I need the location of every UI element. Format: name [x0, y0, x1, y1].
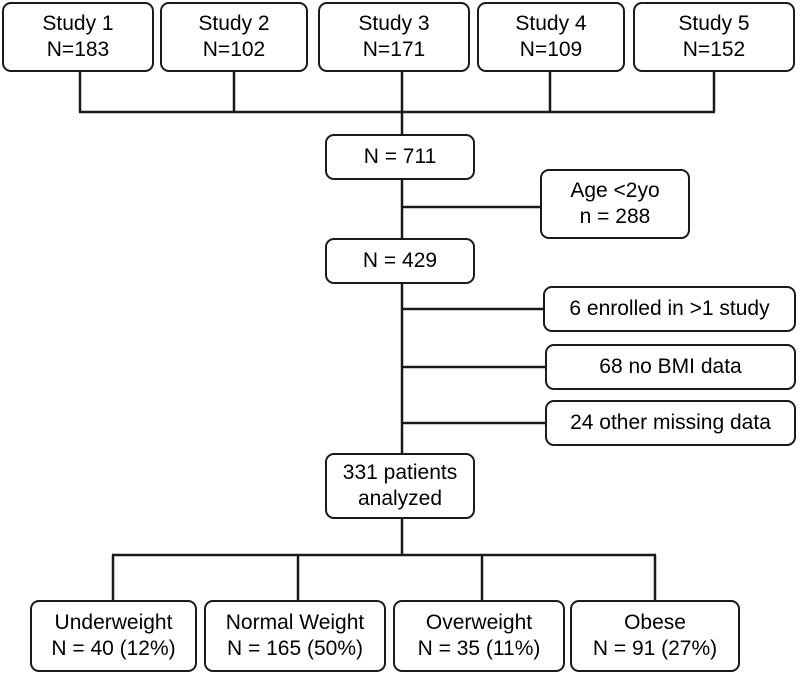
exclusion-label: 6 enrolled in >1 study: [569, 297, 770, 320]
after-age-count: N = 429: [362, 249, 438, 272]
study-count: N=171: [362, 38, 426, 61]
study-label: Study 5: [678, 12, 750, 35]
exclusion-box-other-missing: 24 other missing data: [545, 400, 796, 446]
total-box: N = 711: [325, 134, 475, 180]
exclusion-label: 24 other missing data: [570, 411, 771, 434]
study-count: N=102: [202, 38, 266, 61]
category-count: N = 91 (27%): [592, 637, 718, 660]
category-label: Underweight: [54, 611, 173, 634]
category-box-overweight: Overweight N = 35 (11%): [393, 600, 565, 672]
total-count: N = 711: [363, 145, 437, 168]
exclusion-label: 68 no BMI data: [599, 355, 742, 378]
category-label: Overweight: [425, 611, 533, 634]
study-label: Study 2: [198, 12, 270, 35]
exclusion-age-box: Age <2yo n = 288: [540, 169, 690, 239]
category-count: N = 40 (12%): [51, 637, 176, 660]
analyzed-line-1: 331 patients: [342, 461, 458, 484]
study-label: Study 1: [42, 12, 114, 35]
category-box-obese: Obese N = 91 (27%): [570, 600, 740, 672]
category-count: N = 35 (11%): [417, 637, 541, 660]
exclusion-box-multi-enrolled: 6 enrolled in >1 study: [543, 286, 796, 332]
after-age-box: N = 429: [325, 238, 475, 284]
study-box-1: Study 1 N=183: [2, 2, 154, 72]
analyzed-box: 331 patients analyzed: [325, 453, 475, 519]
analyzed-line-2: analyzed: [357, 487, 443, 510]
study-count: N=183: [46, 38, 110, 61]
category-box-normal-weight: Normal Weight N = 165 (50%): [204, 600, 386, 672]
study-box-3: Study 3 N=171: [318, 2, 470, 72]
study-box-4: Study 4 N=109: [477, 2, 625, 72]
study-label: Study 3: [358, 12, 430, 35]
study-count: N=152: [682, 38, 746, 61]
exclusion-age-count: n = 288: [579, 205, 651, 228]
category-box-underweight: Underweight N = 40 (12%): [30, 600, 197, 672]
study-box-2: Study 2 N=102: [160, 2, 308, 72]
study-box-5: Study 5 N=152: [633, 2, 795, 72]
study-label: Study 4: [515, 12, 587, 35]
category-label: Obese: [624, 611, 686, 634]
category-label: Normal Weight: [225, 611, 365, 634]
category-count: N = 165 (50%): [227, 637, 363, 660]
exclusion-box-no-bmi: 68 no BMI data: [545, 344, 796, 390]
study-count: N=109: [519, 38, 583, 61]
exclusion-age-label: Age <2yo: [570, 179, 660, 202]
